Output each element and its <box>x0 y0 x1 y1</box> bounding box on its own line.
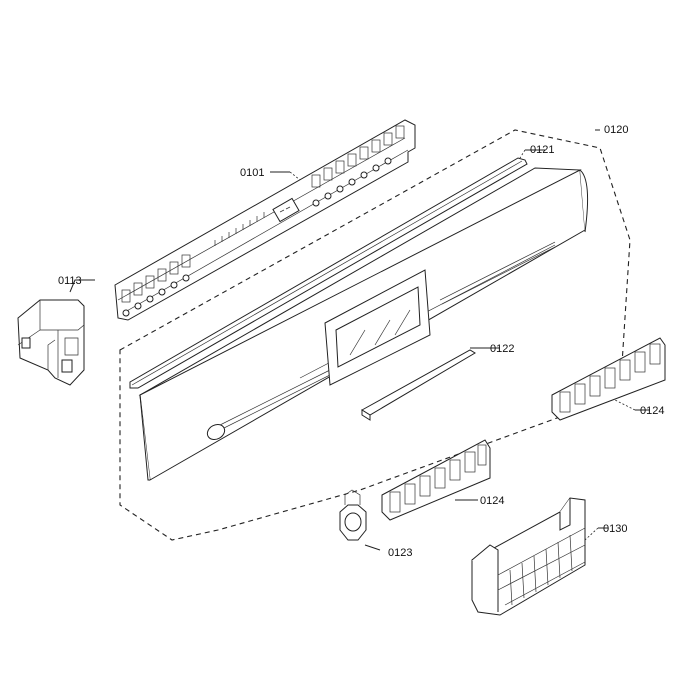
callout-0124-right: 0124 <box>640 405 664 417</box>
callout-0130: 0130 <box>603 523 627 535</box>
part-0130-handle <box>471 497 586 616</box>
callout-0122: 0122 <box>490 343 514 355</box>
part-0124-button-strip-center <box>381 439 491 521</box>
part-0113-bracket <box>17 299 85 386</box>
callout-0121: 0121 <box>530 144 554 156</box>
part-0123-knob <box>339 489 367 541</box>
callout-0123: 0123 <box>388 547 412 559</box>
callout-0113: 0113 <box>58 275 82 287</box>
callout-0101: 0101 <box>240 167 264 179</box>
part-0122-light-guide <box>361 349 476 421</box>
part-0120-control-panel <box>138 167 589 481</box>
leader-lines <box>69 129 650 551</box>
assembly-boundary-0120 <box>119 129 631 541</box>
part-0101-control-module <box>114 119 416 321</box>
callout-0120: 0120 <box>604 124 628 136</box>
part-0121-trim-strip <box>129 157 528 389</box>
callout-0124-center: 0124 <box>480 495 504 507</box>
part-0124-button-strip-right <box>551 337 666 421</box>
